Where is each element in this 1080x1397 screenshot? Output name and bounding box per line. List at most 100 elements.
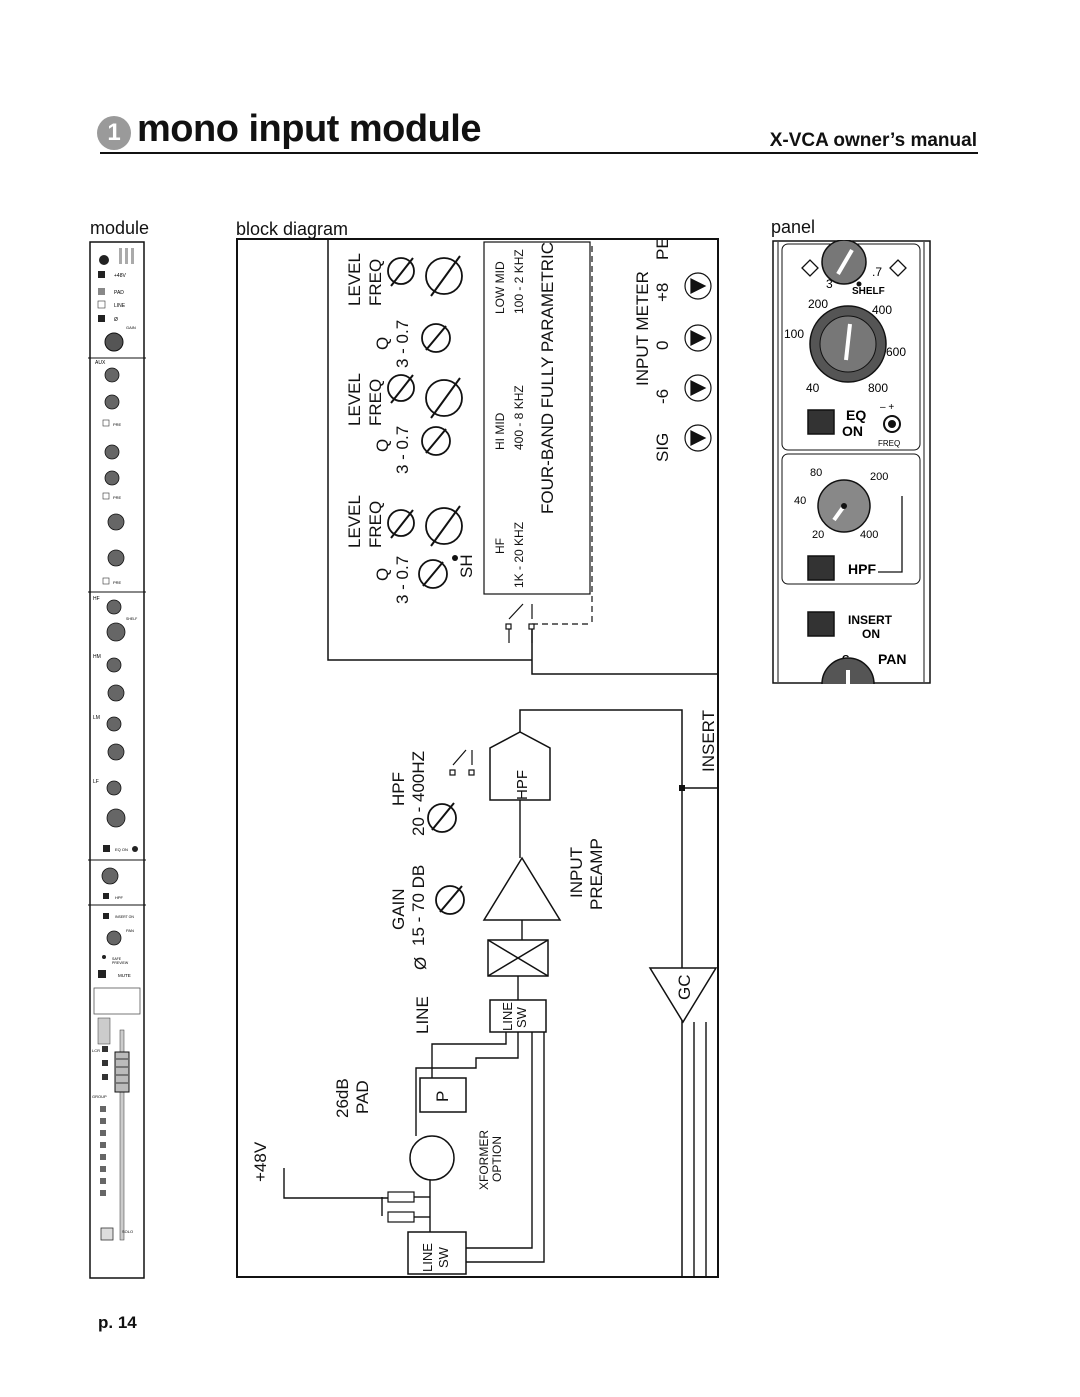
strip-preview-label: PREVIEW (112, 961, 129, 965)
sh-label: SH (457, 554, 476, 578)
insert-button[interactable] (807, 611, 835, 637)
eq-on-label: ON (842, 423, 863, 439)
freq-800: 800 (868, 381, 888, 395)
band-lm-range: 100 - 2 KHZ (512, 249, 526, 314)
band-hm-range: 400 - 8 KHZ (512, 385, 526, 450)
band-hf-range: 1K - 20 KHZ (512, 522, 526, 588)
pad-label: PAD (353, 1080, 372, 1114)
line-label: LINE (413, 996, 432, 1034)
strip-group-label: GROUP (92, 1094, 107, 1099)
hpf-400: 400 (860, 529, 878, 541)
block-diagram-heading: block diagram (236, 219, 349, 239)
strip-pre-label-3: PRE (113, 580, 122, 585)
page-number: p. 14 (98, 1313, 137, 1332)
strip-pre-label-1: PRE (113, 422, 122, 427)
hf-freq-label: FREQ (366, 259, 385, 306)
hf-band-freq-label: FREQ (366, 501, 385, 548)
strip-phase-label: Ø (114, 317, 118, 323)
meter-0: 0 (653, 341, 672, 350)
strip-hm-label: HM (93, 654, 101, 660)
line-sw-bottom-sw: SW (436, 1246, 451, 1268)
meter-sig: SIG (653, 433, 672, 462)
hpf-range: 20 - 400HZ (409, 751, 428, 836)
hf-band-level-label: LEVEL (345, 495, 364, 548)
line-sw-box-sw: SW (514, 1006, 529, 1028)
line-sw-box-line: LINE (500, 1002, 515, 1031)
freq-range-label: FREQ (878, 439, 900, 448)
hpf-20: 20 (812, 529, 824, 541)
xformer-label: XFORMER (477, 1130, 491, 1190)
shelf-q-3: 3 (826, 277, 833, 291)
gc-label: GC (675, 975, 694, 1001)
pan-label: PAN (878, 651, 907, 667)
hpf-box-label: HPF (514, 770, 531, 800)
shelf-q-07: .7 (872, 265, 882, 279)
freq-200: 200 (808, 297, 828, 311)
insert-panel-label: INSERT (848, 613, 893, 627)
block-diagram: LEVEL FREQ Q 3 - 0.7 LEVEL FREQ Q 3 - 0.… (236, 238, 719, 1278)
hm-level-label: LEVEL (345, 373, 364, 426)
hm-q-label: Q (373, 439, 392, 452)
manual-title: X-VCA owner’s manual (769, 130, 977, 151)
freq-400: 400 (872, 303, 892, 317)
band-lm-label: LOW MID (493, 261, 507, 314)
meter-pk: PE (653, 238, 672, 260)
strip-hpf-label: HPF (115, 895, 124, 900)
plus48v-label: +48V (251, 1141, 270, 1182)
hpf-panel-label: HPF (848, 561, 876, 577)
hpf-40: 40 (794, 495, 806, 507)
page-title: mono input module (137, 108, 482, 150)
strip-gain-label: GAIN (126, 325, 136, 330)
panel-detail: 3 .7 SHELF 200 400 100 600 40 800 EQ ON … (772, 240, 931, 685)
strip-hf-label: HF (93, 596, 100, 602)
strip-pad-label: PAD (114, 290, 124, 296)
eq-label: EQ (846, 407, 866, 423)
eq-title: FOUR-BAND FULLY PARAMETRIC (538, 242, 557, 514)
section-number-badge: 1 (97, 116, 131, 150)
strip-lm-label: LM (93, 715, 100, 721)
meter-p8: +8 (653, 283, 672, 302)
preamp-label: PREAMP (587, 838, 606, 910)
hpf-200: 200 (870, 471, 888, 483)
strip-lcr-label: LCR (92, 1048, 100, 1053)
module-heading: module (90, 218, 150, 238)
meter-title: INPUT METER (633, 271, 652, 386)
strip-safe-label: SAFE (112, 957, 122, 961)
freq-40: 40 (806, 381, 820, 395)
strip-mute-label: MUTE (118, 973, 131, 978)
strip-pan-label: PAN (126, 928, 134, 933)
meter-m6: -6 (653, 389, 672, 404)
strip-48v-label: +48V (114, 273, 126, 279)
shelf-label: SHELF (852, 286, 885, 297)
insert-on-panel-label: ON (862, 627, 880, 641)
eq-on-button[interactable] (807, 409, 835, 435)
band-hm-label: HI MID (493, 412, 507, 450)
strip-line-label: LINE (114, 303, 126, 309)
input-label: INPUT (567, 847, 586, 898)
strip-eq-on-label: EQ ON (115, 847, 128, 852)
hpf-label: HPF (389, 772, 408, 806)
header-rule (100, 152, 978, 154)
strip-lf-label: LF (93, 779, 99, 785)
band-hf-label: HF (493, 538, 507, 554)
strip-aux-label: AUX (95, 360, 106, 366)
lm-q-range: 3 - 0.7 (393, 320, 412, 368)
hm-q-range: 3 - 0.7 (393, 426, 412, 474)
gain-label: GAIN (389, 888, 408, 930)
shelf-left-icon (801, 259, 819, 277)
p-box-label: P (433, 1091, 452, 1102)
freq-100: 100 (784, 327, 804, 341)
hf-q-range: 3 - 0.7 (393, 556, 412, 604)
hf-level-label: LEVEL (345, 253, 364, 306)
strip-shelf-label: SHELF (126, 617, 137, 621)
option-label: OPTION (490, 1136, 504, 1182)
phase-label: Ø (411, 957, 430, 970)
strip-insert-on-label: INSERT ON (115, 915, 134, 919)
hpf-80: 80 (810, 467, 822, 479)
hpf-button[interactable] (807, 555, 835, 581)
strip-solo-label: SOLO (122, 1229, 133, 1234)
freq-minus-plus: – + (880, 402, 894, 413)
freq-600: 600 (886, 345, 906, 359)
lm-q-label: Q (373, 337, 392, 350)
gain-range: 15 - 70 DB (409, 865, 428, 946)
